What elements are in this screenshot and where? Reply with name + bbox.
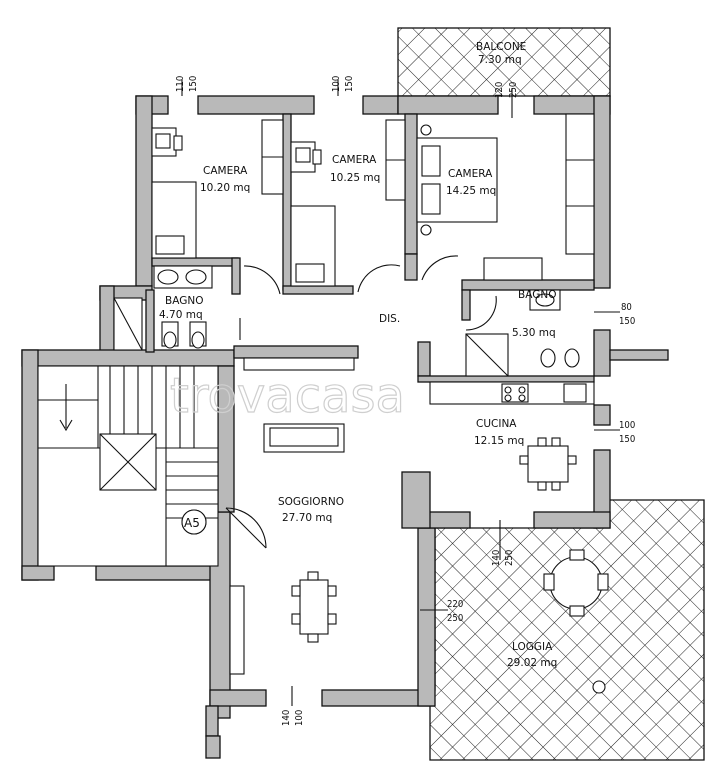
outer-walls: [21, 95, 669, 759]
cucina-area: 12.15 mq: [474, 435, 524, 447]
living-furniture: [229, 357, 355, 675]
dis-name: DIS.: [379, 313, 400, 325]
dimension-labels: 110 150 100 150 120 250 80 150 100 150 1…: [175, 76, 635, 726]
soggiorno-area: 27.70 mq: [282, 512, 332, 524]
loggia-area: [429, 499, 705, 761]
dim-d6-b: 250: [504, 550, 515, 566]
room-labels: BALCONE 7.30 mq CAMERA 10.20 mq CAMERA 1…: [159, 41, 557, 669]
dim-d8-a: 140: [281, 710, 292, 726]
balcone-area: [397, 27, 611, 97]
dimension-lines: [181, 80, 620, 706]
kitchen-furniture: [429, 381, 595, 491]
bagno1-area: 4.70 mq: [159, 309, 203, 321]
dim-d6-a: 140: [491, 550, 502, 566]
dim-d3-b: 250: [508, 82, 519, 98]
bagno1-name: BAGNO: [165, 295, 203, 307]
camera3-name: CAMERA: [448, 168, 493, 180]
camera3-furniture: [416, 113, 595, 281]
bathroom-fixtures: [113, 265, 580, 377]
dim-d4-b: 150: [619, 316, 635, 327]
dim-d3-a: 120: [494, 82, 505, 98]
camera2-name: CAMERA: [332, 154, 377, 166]
balcone-area: 7.30 mq: [478, 54, 522, 66]
cucina-name: CUCINA: [476, 418, 517, 430]
camera1-furniture: [151, 119, 284, 259]
door-swings: [225, 255, 497, 549]
loggia-area: 29.02 mq: [507, 657, 557, 669]
dim-d1-a: 110: [175, 76, 186, 92]
dim-d2-b: 150: [344, 76, 355, 92]
interior-walls: [145, 113, 595, 383]
camera3-area: 14.25 mq: [446, 185, 496, 197]
loggia-name: LOGGIA: [512, 641, 553, 653]
soggiorno-name: SOGGIORNO: [278, 496, 344, 508]
dim-d8-b: 100: [294, 710, 305, 726]
dim-d7-b: 250: [447, 613, 463, 624]
bagno2-name: BAGNO: [518, 289, 556, 301]
camera2-furniture: [290, 119, 406, 287]
camera1-name: CAMERA: [203, 165, 248, 177]
dim-d4-a: 80: [621, 302, 632, 313]
watermark: trovacasa: [170, 368, 405, 424]
dim-d5-a: 100: [619, 420, 635, 431]
unit-badge: A5: [181, 509, 207, 535]
camera1-area: 10.20 mq: [200, 182, 250, 194]
dim-d5-b: 150: [619, 434, 635, 445]
camera2-area: 10.25 mq: [330, 172, 380, 184]
dim-d2-a: 100: [331, 76, 342, 92]
unit-label: A5: [184, 516, 200, 530]
balcone-name: BALCONE: [476, 41, 526, 53]
dim-d1-b: 150: [188, 76, 199, 92]
dim-d7-a: 220: [447, 599, 463, 610]
loggia-furniture: [543, 549, 609, 694]
bagno2-area: 5.30 mq: [512, 327, 556, 339]
